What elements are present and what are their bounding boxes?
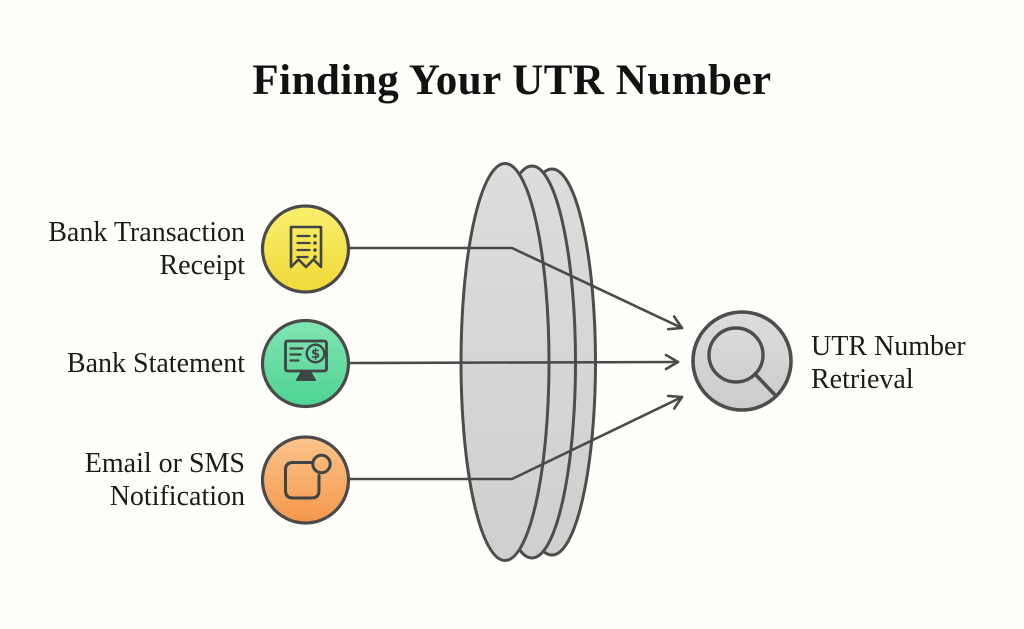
connector-line-notification	[346, 394, 684, 481]
page-title: Finding Your UTR Number	[252, 57, 772, 104]
result-label: UTR Number Retrieval	[811, 331, 966, 395]
source-circle-receipt	[260, 204, 351, 294]
result-circle	[691, 310, 793, 412]
source-circle-notification	[260, 435, 351, 525]
source-circle-statement: $	[260, 318, 351, 409]
source-label-notification: Email or SMS Notification	[84, 448, 245, 512]
monitor-dollar-icon: $	[284, 339, 328, 381]
connector-line-statement	[346, 353, 680, 371]
connector-line-receipt	[346, 246, 684, 331]
dollar-symbol: $	[311, 347, 320, 362]
notification-icon	[284, 453, 332, 500]
magnifying-glass-icon	[707, 326, 778, 398]
source-label-statement: Bank Statement	[66, 348, 245, 379]
source-label-receipt: Bank Transaction Receipt	[48, 217, 245, 281]
receipt-icon	[289, 225, 323, 269]
